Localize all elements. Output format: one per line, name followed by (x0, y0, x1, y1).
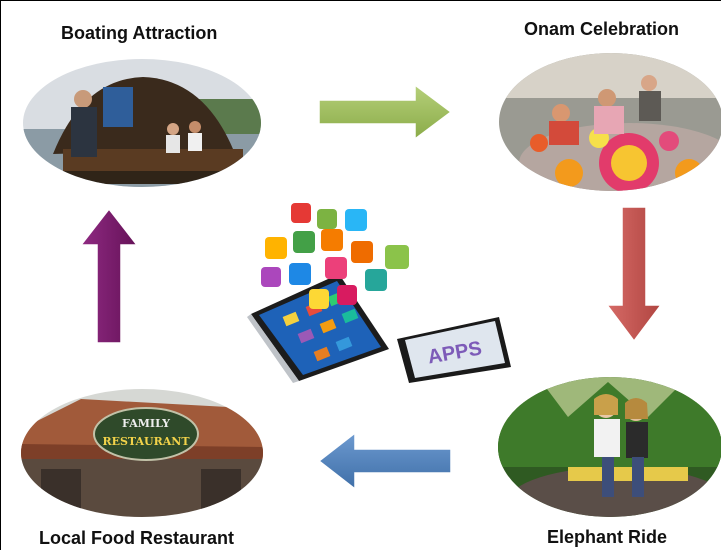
local-food-restaurant-label: Local Food Restaurant (39, 528, 235, 548)
onam-celebration-label: Onam Celebration (524, 19, 680, 39)
boating-photo (23, 59, 261, 187)
restaurant-photo: FAMILY RESTAURANT (21, 389, 263, 517)
elephant-ride-label: Elephant Ride (547, 527, 668, 547)
restaurant-sign-line1: FAMILY (122, 417, 170, 430)
arrow-restaurant-to-boating (79, 207, 139, 345)
app-icons-cluster (261, 203, 409, 309)
elephant-ride-photo (498, 377, 721, 517)
arrow-onam-to-elephant (605, 207, 663, 343)
arrow-boating-to-onam (319, 83, 453, 141)
restaurant-sign-line2: RESTAURANT (102, 435, 190, 448)
onam-photo (499, 53, 721, 191)
boating-attraction-label: Boating Attraction (61, 23, 218, 43)
tablet-icon: APPS (397, 317, 511, 383)
mobile-apps-illustration: APPS (229, 199, 519, 384)
arrow-elephant-to-restaurant (317, 431, 453, 491)
